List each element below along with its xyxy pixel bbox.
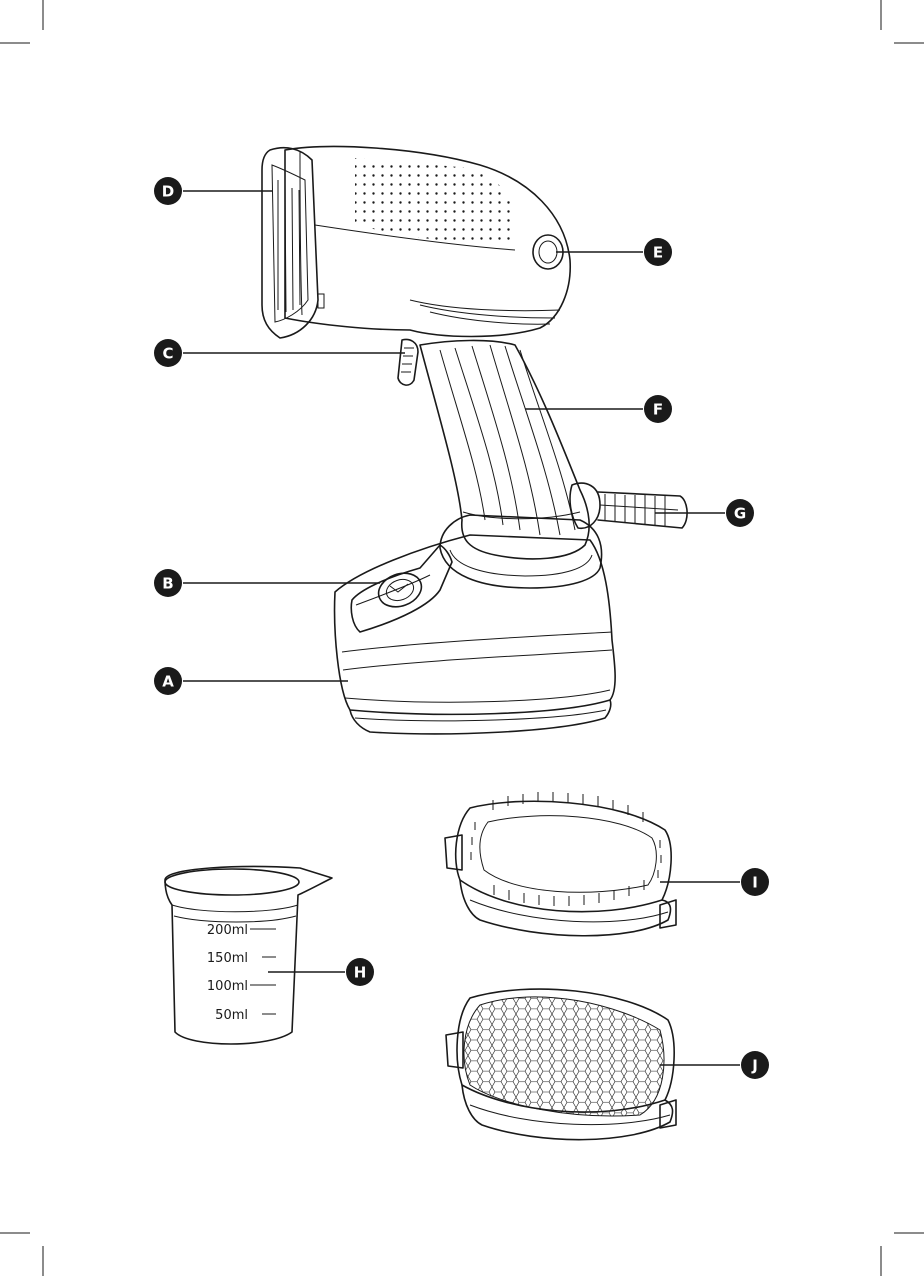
callout-e: E [644,238,672,266]
power-cord-guard [570,483,687,528]
garment-steamer-illustration [262,146,687,733]
callout-j: J [741,1051,769,1079]
callout-a: A [154,667,182,695]
scale-label-50: 50ml [215,1008,248,1023]
callout-c: C [154,339,182,367]
svg-text:I: I [752,874,758,892]
svg-text:H: H [354,964,367,982]
cup-scale-labels: 200ml 150ml 100ml 50ml [207,923,248,1023]
base-station [335,535,616,734]
brush-attachment [445,792,676,936]
svg-text:G: G [734,505,746,523]
scale-label-100: 100ml [207,979,248,994]
callout-b: B [154,569,182,597]
mesh-attachment [446,985,676,1140]
measuring-cup [165,867,332,1045]
svg-text:B: B [162,575,173,593]
svg-text:F: F [653,401,663,419]
scale-label-200: 200ml [207,923,248,938]
svg-text:J: J [751,1057,758,1075]
svg-text:D: D [162,183,174,201]
svg-text:E: E [653,244,663,262]
callout-f: F [644,395,672,423]
svg-text:C: C [162,345,173,363]
callout-h: H [346,958,374,986]
callout-d: D [154,177,182,205]
steamer-head [262,146,570,385]
scale-label-150: 150ml [207,951,248,966]
water-tank-cap [351,545,452,632]
callout-i: I [741,868,769,896]
callout-g: G [726,499,754,527]
handle [420,340,589,558]
svg-text:A: A [162,673,174,691]
